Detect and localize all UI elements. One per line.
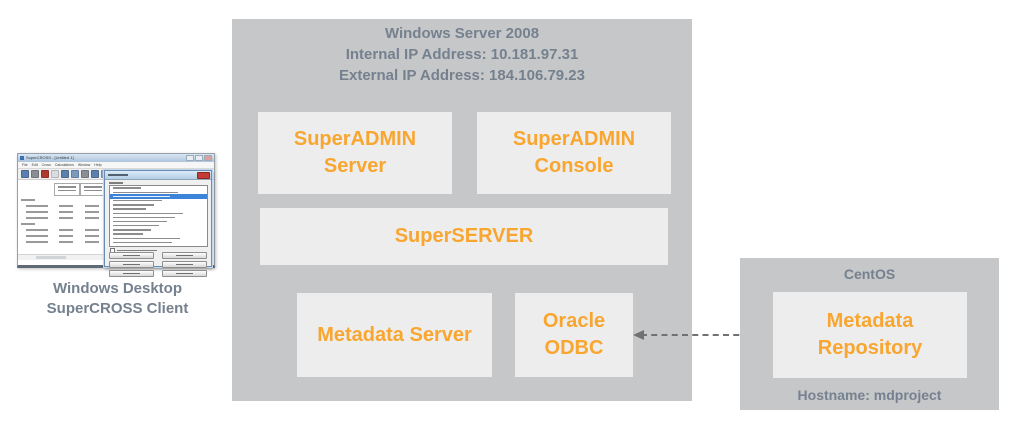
oracle-odbc-label: Oracle ODBC	[542, 310, 606, 359]
server-header: Windows Server 2008 Internal IP Address:…	[232, 23, 692, 86]
dialog-close-icon	[197, 172, 210, 179]
table-row	[18, 222, 206, 225]
dialog-list-item	[110, 186, 207, 190]
superadmin-console-label: SuperADMIN Console	[512, 128, 636, 177]
toolbar-icon	[71, 170, 79, 178]
server-title: Windows Server 2008	[384, 25, 540, 42]
superadmin-server-box: SuperADMIN Server	[258, 112, 452, 194]
menu-item: Cross	[41, 163, 51, 167]
maximize-icon	[195, 155, 203, 161]
toolbar-icon	[41, 170, 49, 178]
dialog-list-item	[110, 220, 207, 224]
dialog-button	[109, 252, 154, 259]
superadmin-console-box: SuperADMIN Console	[477, 112, 671, 194]
toolbar-icon	[91, 170, 99, 178]
dialog-list-item	[110, 215, 207, 219]
dialog-list-item	[110, 211, 207, 215]
toolbar-icon	[31, 170, 39, 178]
client-caption-line1: Windows Desktop	[52, 280, 183, 297]
centos-title: CentOS	[843, 266, 896, 282]
table-header-cell	[80, 183, 106, 196]
dialog-titlebar	[105, 171, 211, 180]
dialog-buttons	[109, 252, 207, 277]
close-icon	[204, 155, 212, 161]
dialog-button	[109, 261, 154, 268]
minimize-icon	[186, 155, 194, 161]
client-caption: Windows Desktop SuperCROSS Client	[5, 279, 230, 319]
window-controls	[186, 155, 212, 161]
superadmin-server-label: SuperADMIN Server	[293, 128, 417, 177]
client-caption-line2: SuperCROSS Client	[46, 300, 189, 317]
oracle-odbc-box: Oracle ODBC	[515, 293, 633, 377]
dialog-list-item	[110, 224, 207, 228]
toolbar-icon	[81, 170, 89, 178]
metadata-server-label: Metadata Server	[317, 323, 472, 346]
dialog-list-item	[110, 228, 207, 232]
dialog-button	[162, 252, 207, 259]
dialog-button	[162, 261, 207, 268]
toolbar-icon	[51, 170, 59, 178]
dialog-label	[109, 182, 123, 184]
dialog-list-item	[110, 190, 207, 194]
menu-item: Edit	[31, 163, 38, 167]
server-internal-ip: Internal IP Address: 10.181.97.31	[345, 46, 579, 63]
menu-item: Calculations	[54, 163, 74, 167]
server-external-ip: External IP Address: 184.106.79.23	[339, 67, 585, 84]
checkbox-label	[117, 249, 157, 252]
table-row	[18, 198, 206, 201]
dialog-list	[109, 185, 208, 247]
superserver-box: SuperSERVER	[260, 208, 668, 265]
dialog-button	[109, 270, 154, 277]
dialog-list-item	[110, 232, 207, 236]
toolbar-icon	[21, 170, 29, 178]
metadata-repository-box: Metadata Repository	[773, 292, 967, 378]
toolbar-icon	[61, 170, 69, 178]
dialog-list-item	[110, 194, 207, 199]
dashed-line	[641, 334, 770, 336]
dialog-list-item	[110, 240, 207, 244]
dialog-list-item	[110, 236, 207, 240]
menu-item: Help	[94, 163, 102, 167]
table-header-cell	[54, 183, 80, 196]
metadata-repository-label: Metadata Repository	[817, 310, 923, 359]
client-window-title: SuperCROSS - [Untitled 1]	[26, 155, 74, 160]
dialog-title-text	[108, 174, 128, 176]
dialog-button	[162, 270, 207, 277]
metadata-server-box: Metadata Server	[297, 293, 492, 377]
superserver-label: SuperSERVER	[394, 225, 534, 247]
client-fields-dialog	[104, 170, 212, 277]
centos-hostname: Hostname: mdproject	[797, 387, 942, 403]
menu-item: Window	[77, 163, 91, 167]
dialog-list-item	[110, 207, 207, 211]
app-icon	[20, 156, 24, 160]
dialog-list-item	[110, 203, 207, 207]
menu-item: File	[22, 163, 28, 167]
arrowhead-left-icon	[633, 330, 644, 340]
dialog-list-item	[110, 199, 207, 203]
